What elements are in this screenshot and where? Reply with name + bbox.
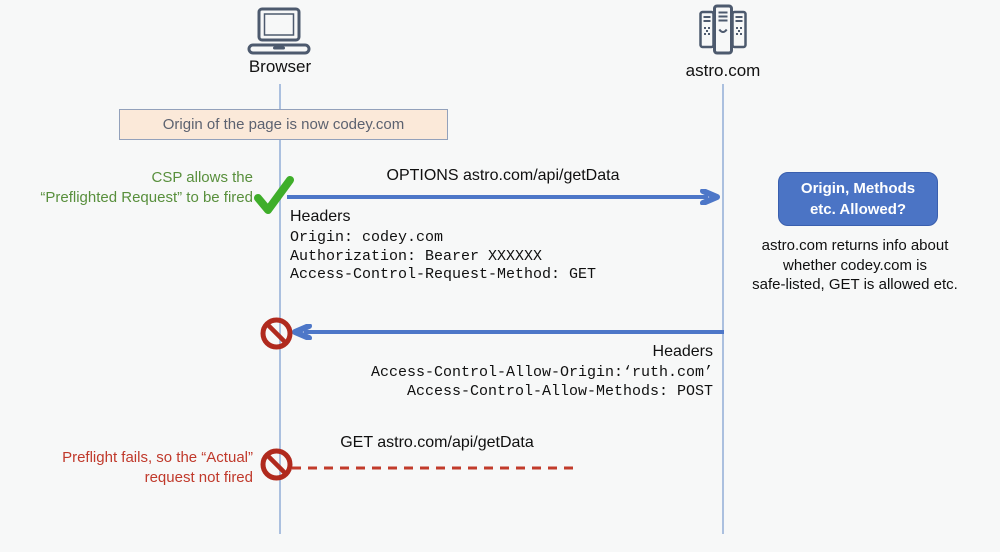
decision-box-line2: etc. Allowed?	[809, 201, 907, 218]
fail-note: Preflight fails, so the “Actual” request…	[10, 448, 253, 488]
decision-box-line1: Origin, Methods	[800, 180, 916, 197]
blocked-request-dashed-line	[292, 459, 580, 470]
csp-note-line1: CSP allows the	[151, 169, 253, 186]
no-entry-icon	[259, 316, 294, 351]
actual-request-label: GET astro.com/api/getData	[340, 434, 534, 451]
server-note-line1: astro.com returns info about	[761, 237, 949, 254]
server-note: astro.com returns info about whether cod…	[745, 236, 965, 295]
laptop-icon	[246, 7, 312, 57]
server-note-line3: safe-listed, GET is allowed etc.	[752, 276, 958, 293]
server-rack-icon	[698, 4, 748, 58]
request-arrow-icon	[287, 188, 723, 206]
csp-note-line2: “Preflighted Request” to be fired	[40, 189, 253, 206]
request-header-line: Origin: codey.com	[290, 229, 444, 246]
origin-note-box: Origin of the page is now codey.com	[119, 109, 448, 140]
origin-note-text: Origin of the page is now codey.com	[162, 116, 405, 133]
response-arrow-icon	[290, 323, 724, 341]
preflight-request-label: OPTIONS astro.com/api/getData	[386, 167, 620, 184]
request-header-line: Authorization: Bearer XXXXXX	[290, 247, 543, 265]
preflight-response-headers: Headers Access-Control-Allow-Origin:‘rut…	[350, 341, 713, 401]
response-header-line: Access-Control-Allow-Origin:‘ruth.com’	[370, 364, 713, 381]
server-note-line2: whether codey.com is	[783, 256, 927, 274]
csp-note: CSP allows the “Preflighted Request” to …	[10, 168, 253, 208]
fail-note-line1: Preflight fails, so the “Actual”	[62, 449, 253, 466]
browser-actor-label: Browser	[248, 57, 312, 76]
decision-box: Origin, Methods etc. Allowed?	[778, 172, 938, 226]
request-header-line: Access-Control-Request-Method: GET	[290, 266, 597, 283]
response-header-line: Access-Control-Allow-Methods: POST	[406, 382, 713, 400]
preflight-request-headers: Headers Origin: codey.com Authorization:…	[290, 206, 596, 285]
server-lifeline	[722, 84, 724, 534]
fail-note-line2: request not fired	[144, 469, 253, 486]
server-actor-label: astro.com	[685, 61, 761, 80]
request-headers-title: Headers	[290, 208, 351, 225]
no-entry-icon	[259, 447, 294, 482]
check-icon	[253, 175, 295, 217]
browser-lifeline	[279, 84, 281, 534]
response-headers-title: Headers	[652, 343, 713, 360]
